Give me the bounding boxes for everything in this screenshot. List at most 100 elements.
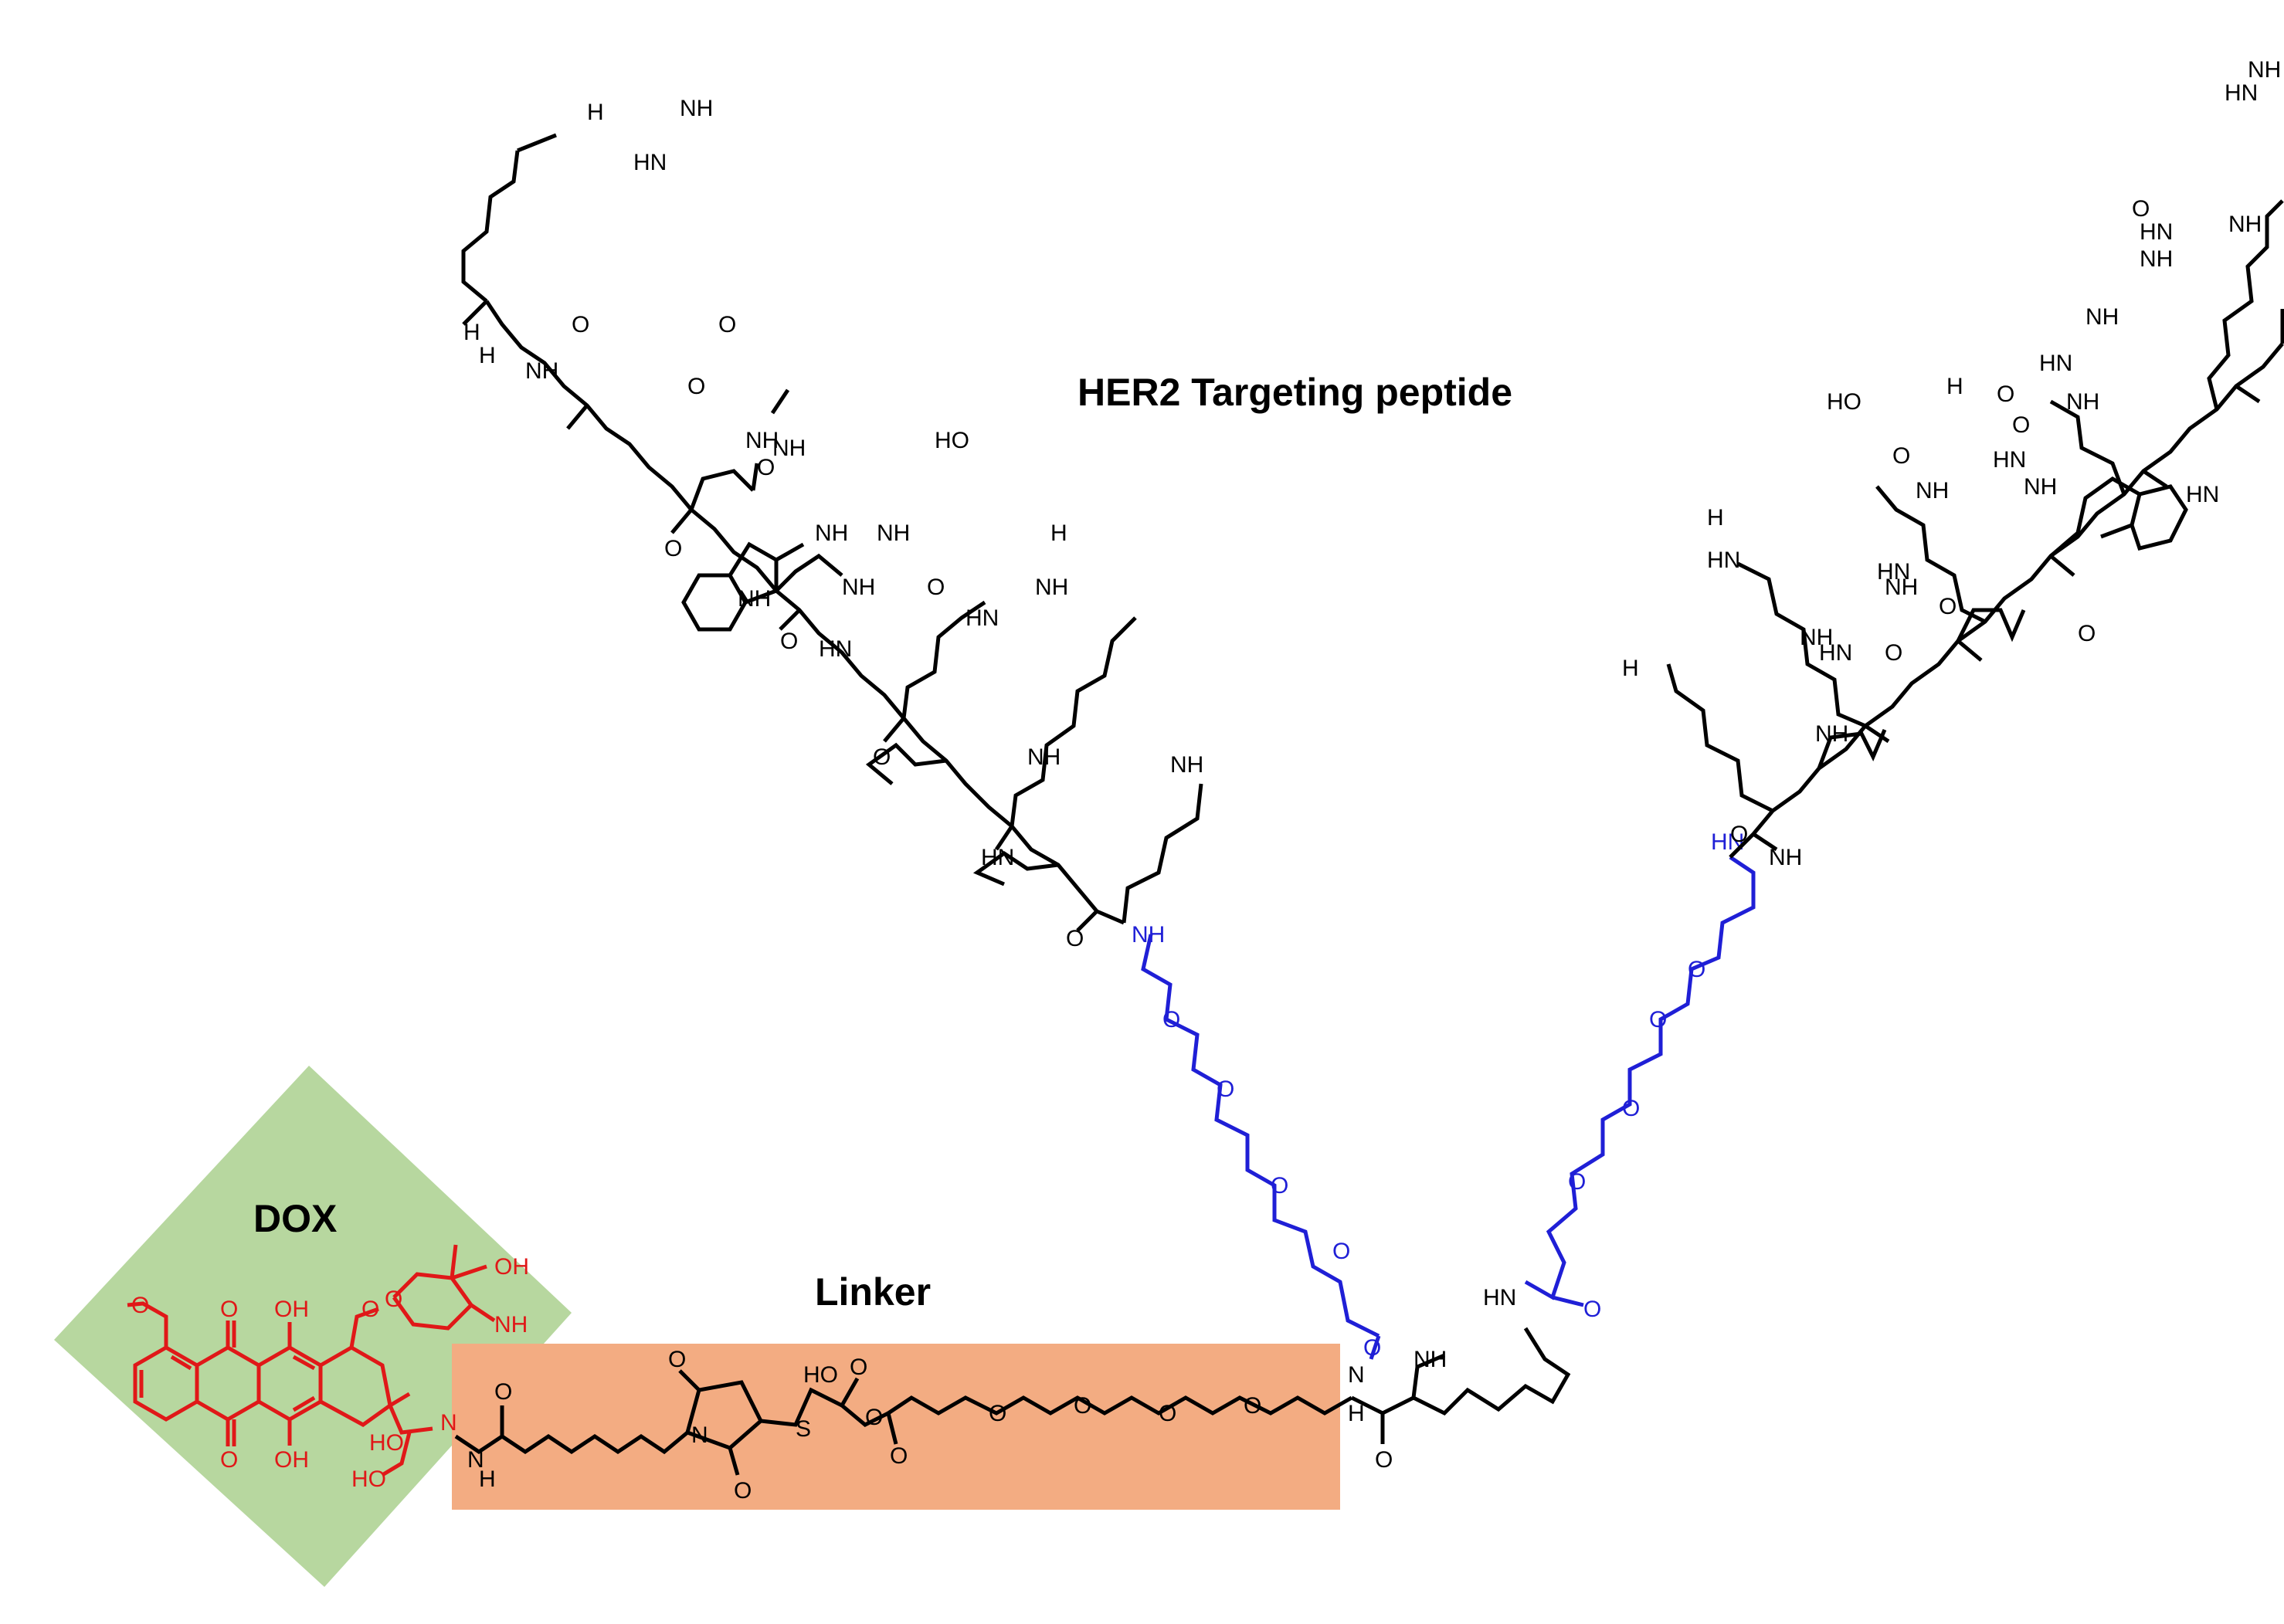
svg-text:NH: NH	[1916, 478, 1949, 503]
svg-text:NH: NH	[772, 436, 806, 461]
svg-text:HN: HN	[2225, 80, 2258, 106]
svg-text:OH: OH	[274, 1297, 309, 1322]
svg-text:O: O	[494, 1379, 512, 1405]
svg-text:H: H	[1707, 505, 1724, 531]
svg-text:NH: NH	[2248, 57, 2281, 83]
peptide-left	[461, 133, 1203, 932]
svg-text:H: H	[587, 100, 604, 125]
svg-text:O: O	[734, 1478, 752, 1504]
svg-text:NH: NH	[2024, 474, 2057, 500]
svg-text:NH: NH	[1132, 922, 1165, 948]
linker-highlight-box	[452, 1344, 1340, 1510]
svg-text:NH: NH	[1027, 744, 1061, 770]
svg-text:HN: HN	[1483, 1285, 1516, 1310]
svg-text:HN: HN	[2140, 219, 2173, 245]
linker-structure	[454, 1327, 1571, 1476]
svg-text:H: H	[1946, 374, 1963, 399]
svg-text:O: O	[131, 1293, 149, 1318]
svg-text:O: O	[361, 1297, 379, 1322]
dox-atom-labels: O O O OH OH O O OH NH HO HO N	[131, 1254, 529, 1492]
svg-text:HO: HO	[369, 1430, 404, 1456]
peg-spacer-right	[1524, 855, 1756, 1307]
svg-text:O: O	[989, 1401, 1006, 1426]
svg-text:N: N	[691, 1422, 708, 1448]
svg-text:H: H	[1348, 1401, 1365, 1426]
svg-text:O: O	[2132, 196, 2150, 222]
linker-label: Linker	[815, 1270, 931, 1314]
svg-text:N: N	[1348, 1362, 1365, 1388]
svg-text:O: O	[1217, 1076, 1234, 1102]
svg-text:O: O	[873, 744, 891, 770]
peptide-label: HER2 Targeting peptide	[1078, 371, 1512, 414]
svg-text:O: O	[1583, 1297, 1601, 1322]
svg-text:O: O	[1271, 1173, 1288, 1199]
svg-text:H: H	[479, 343, 496, 368]
svg-text:O: O	[664, 536, 682, 561]
svg-text:NH: NH	[1815, 721, 1848, 747]
svg-text:O: O	[220, 1447, 238, 1473]
svg-text:NH: NH	[815, 520, 848, 546]
svg-text:NH: NH	[877, 520, 910, 546]
dox-highlight-box	[54, 1066, 572, 1587]
svg-text:HN: HN	[2186, 482, 2219, 507]
svg-text:O: O	[385, 1287, 402, 1312]
svg-text:NH: NH	[2085, 304, 2119, 330]
peptide-left-atom-labels: O HN NH O O NH O HO HN NH H NH O NH NH H…	[463, 96, 1203, 951]
svg-text:O: O	[1066, 926, 1084, 951]
dox-label: DOX	[253, 1197, 337, 1240]
svg-text:O: O	[1568, 1169, 1586, 1195]
svg-text:O: O	[927, 575, 945, 600]
svg-text:O: O	[850, 1354, 867, 1380]
svg-text:NH: NH	[2228, 212, 2262, 237]
svg-text:H: H	[1622, 656, 1639, 681]
svg-text:HO: HO	[351, 1466, 386, 1492]
svg-text:NH: NH	[738, 586, 771, 612]
svg-text:N: N	[440, 1410, 457, 1436]
svg-text:NH: NH	[1800, 625, 1833, 650]
svg-text:O: O	[687, 374, 705, 399]
svg-text:NH: NH	[1170, 752, 1203, 778]
peg-spacer-left	[1141, 934, 1381, 1360]
svg-text:NH: NH	[1414, 1347, 1447, 1372]
svg-text:O: O	[1622, 1096, 1640, 1121]
peptide-right-atom-labels: O NH H NH HN NH HN H O HN NH NH O HO NH …	[1622, 57, 2281, 870]
svg-text:HN: HN	[1707, 548, 1740, 573]
svg-text:NH: NH	[1885, 575, 1918, 600]
svg-text:O: O	[1244, 1393, 1261, 1419]
svg-text:O: O	[1885, 640, 1902, 666]
peg-atom-labels: NH O O O O O O O O O O HN	[1132, 829, 1744, 1361]
svg-text:OH: OH	[494, 1254, 529, 1280]
svg-text:NH: NH	[745, 428, 779, 453]
svg-text:HN: HN	[633, 150, 667, 175]
svg-text:O: O	[1363, 1335, 1381, 1361]
svg-text:O: O	[780, 629, 798, 654]
svg-text:O: O	[1892, 443, 1910, 469]
svg-text:NH: NH	[494, 1312, 528, 1338]
svg-text:S: S	[796, 1416, 811, 1442]
svg-text:O: O	[2012, 412, 2030, 438]
svg-text:NH: NH	[680, 96, 713, 121]
svg-text:HO: HO	[803, 1362, 838, 1388]
svg-text:NH: NH	[2140, 246, 2173, 272]
svg-text:NH: NH	[525, 358, 558, 384]
svg-text:HN: HN	[1993, 447, 2026, 473]
peptide-right	[1666, 199, 2284, 859]
svg-text:O: O	[1332, 1239, 1350, 1264]
svg-text:O: O	[1997, 381, 2014, 407]
svg-text:HN: HN	[2039, 351, 2072, 376]
svg-text:HO: HO	[1827, 389, 1861, 415]
svg-text:O: O	[865, 1405, 883, 1430]
svg-text:O: O	[890, 1443, 908, 1469]
svg-text:O: O	[2078, 621, 2096, 646]
svg-text:NH: NH	[2066, 389, 2099, 415]
svg-text:H: H	[463, 320, 480, 345]
svg-text:NH: NH	[1769, 845, 1802, 870]
svg-text:H: H	[479, 1466, 496, 1492]
svg-text:O: O	[1939, 594, 1957, 619]
svg-text:O: O	[1649, 1007, 1667, 1032]
svg-text:HN: HN	[1877, 559, 1910, 585]
linker-atom-labels: N H O O O N S HO O O O O O O O N H O NH …	[467, 1285, 1516, 1504]
svg-text:O: O	[718, 312, 736, 337]
svg-text:O: O	[668, 1347, 686, 1372]
